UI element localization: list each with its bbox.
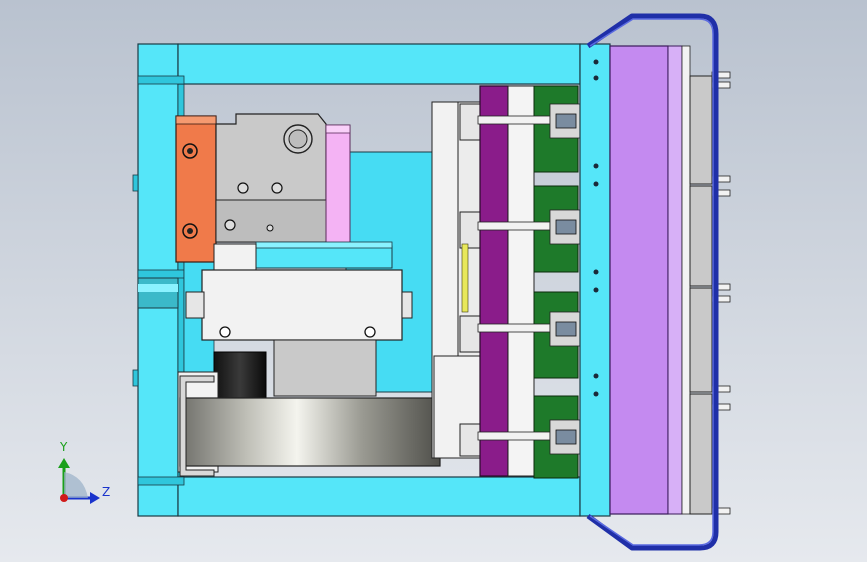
frame-right-post [579,43,611,517]
purple-plate [479,85,509,477]
gray-mount [273,339,377,397]
left-stub-bottom [132,369,139,387]
white-sensor-front [185,291,205,319]
lavender-plate [609,45,669,515]
black-motor [213,351,267,399]
white-sensor-rear [401,291,413,319]
side-connector-pins [711,71,731,515]
frame-left-band-top [137,75,185,85]
white-plate [507,85,535,477]
frame-left-band-mid [137,269,185,279]
gray-cover-top [689,75,713,185]
yellow-strip [461,243,469,313]
blue-handle [586,13,719,551]
holder-block-2 [459,211,481,249]
gray-hole-4-icon [266,224,274,232]
gray-hole-3-icon [224,219,236,231]
left-shaft-highlight [138,284,178,292]
pink-plate [325,124,351,246]
frame-left-band-bottom [137,476,185,486]
holder-block-4 [459,423,481,457]
cyan-platform-top [255,241,393,249]
orange-block-top [175,115,217,125]
frame-bottom-rail [177,476,581,517]
roller-cylinder [179,397,441,467]
blue-handle-highlight [589,18,714,546]
orange-screw-bottom-core [187,228,193,234]
left-stub-top [132,174,139,192]
triad-origin-icon [60,494,68,502]
holder-block-1 [459,103,481,141]
left-shaft [137,277,179,309]
small-white-bracket [213,243,257,271]
gray-hole-2-icon [271,182,283,194]
sensor-hole-right-icon [364,326,376,338]
gray-cover-mid1 [689,185,713,287]
lavender-plate-outer [681,45,691,515]
frame-top-rail [177,43,581,85]
pin-assembly-4 [477,419,581,455]
gray-valve-port-inner [288,129,308,149]
pink-plate-top [325,124,351,134]
gray-hole-1-icon [237,182,249,194]
triad-z-label: Z [102,485,111,499]
pin-assembly-3 [477,311,581,347]
triad-z-arrow-icon [90,492,100,504]
coordinate-triad [58,458,100,504]
cyan-platform [255,245,393,269]
lavender-plate-edge [667,45,683,515]
sensor-hole-left-icon [219,326,231,338]
right-post-holes [593,59,599,397]
gray-cover-mid2 [689,287,713,393]
triad-y-arrow-icon [58,458,70,468]
pin-assembly-2 [477,209,581,245]
gray-cover-bottom [689,393,713,515]
pin-assembly-1 [477,103,581,139]
triad-plane [64,472,88,498]
holder-block-3 [459,315,481,353]
orange-block [175,115,217,263]
orange-screw-top-core [187,148,193,154]
roller-bracket [179,375,215,477]
triad-y-label: Y [60,440,68,454]
